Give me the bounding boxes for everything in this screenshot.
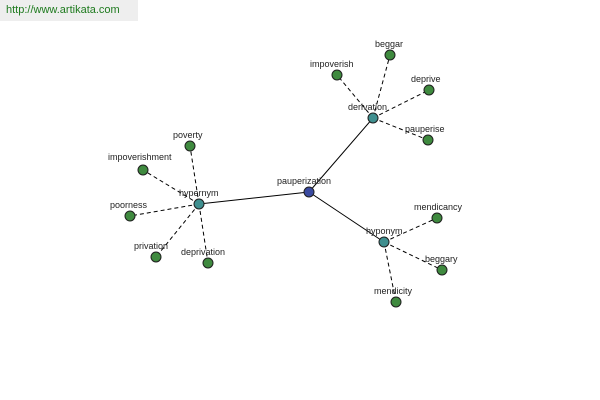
word-label-beggar[interactable]: beggar (375, 39, 403, 49)
word-label-mendicancy[interactable]: mendicancy (414, 202, 463, 212)
word-label-privation[interactable]: privation (134, 241, 168, 251)
word-node-deprive[interactable] (423, 84, 435, 96)
relation-label-derivation[interactable]: derivation (348, 102, 387, 112)
word-node-mendicity[interactable] (390, 296, 402, 308)
word-node-impoverish[interactable] (331, 69, 343, 81)
edge-hyponym-mendicity (383, 241, 397, 303)
word-label-pauperise[interactable]: pauperise (405, 124, 445, 134)
center-node[interactable] (303, 186, 315, 198)
labels: pauperization hypernym derivation hypony… (108, 39, 463, 296)
center-label[interactable]: pauperization (277, 176, 331, 186)
relation-label-hypernym[interactable]: hypernym (179, 188, 219, 198)
relation-node-derivation[interactable] (367, 112, 379, 124)
edge-hypernym-poverty (189, 145, 200, 205)
word-node-beggar[interactable] (384, 49, 396, 61)
word-label-impoverish[interactable]: impoverish (310, 59, 354, 69)
relation-node-hyponym[interactable] (378, 236, 390, 248)
relation-label-hyponym[interactable]: hyponym (366, 226, 403, 236)
edge-derivation-deprive (372, 89, 430, 119)
word-node-privation[interactable] (150, 251, 162, 263)
word-label-mendicity[interactable]: mendicity (374, 286, 413, 296)
edge-hyponym-mendicancy (383, 217, 438, 243)
edge-derivation-impoverish (336, 74, 374, 119)
edge-hypernym-deprivation (198, 203, 209, 264)
edge-hypernym-poorness (129, 203, 200, 217)
edge-center-hypernym (198, 191, 310, 205)
word-node-poverty[interactable] (184, 140, 196, 152)
word-label-deprivation[interactable]: deprivation (181, 247, 225, 257)
edge-hypernym-privation (155, 203, 200, 258)
edge-center-derivation (308, 117, 374, 193)
word-node-poorness[interactable] (124, 210, 136, 222)
dashed-edges (129, 54, 443, 303)
word-node-deprivation[interactable] (202, 257, 214, 269)
word-label-beggary[interactable]: beggary (425, 254, 458, 264)
edge-center-hyponym (308, 191, 385, 243)
edge-derivation-pauperise (372, 117, 429, 141)
word-node-beggary[interactable] (436, 264, 448, 276)
word-label-poorness[interactable]: poorness (110, 200, 148, 210)
relation-node-hypernym[interactable] (193, 198, 205, 210)
edge-hyponym-beggary (383, 241, 443, 271)
word-label-poverty[interactable]: poverty (173, 130, 203, 140)
word-label-deprive[interactable]: deprive (411, 74, 441, 84)
edge-derivation-beggar (372, 54, 391, 119)
word-node-impoverishment[interactable] (137, 164, 149, 176)
nodes (124, 49, 448, 308)
word-node-mendicancy[interactable] (431, 212, 443, 224)
solid-edges (198, 117, 385, 243)
source-url-banner[interactable]: http://www.artikata.com (0, 0, 138, 21)
word-label-impoverishment[interactable]: impoverishment (108, 152, 172, 162)
edge-hypernym-impoverishment (142, 169, 200, 205)
word-node-pauperise[interactable] (422, 134, 434, 146)
